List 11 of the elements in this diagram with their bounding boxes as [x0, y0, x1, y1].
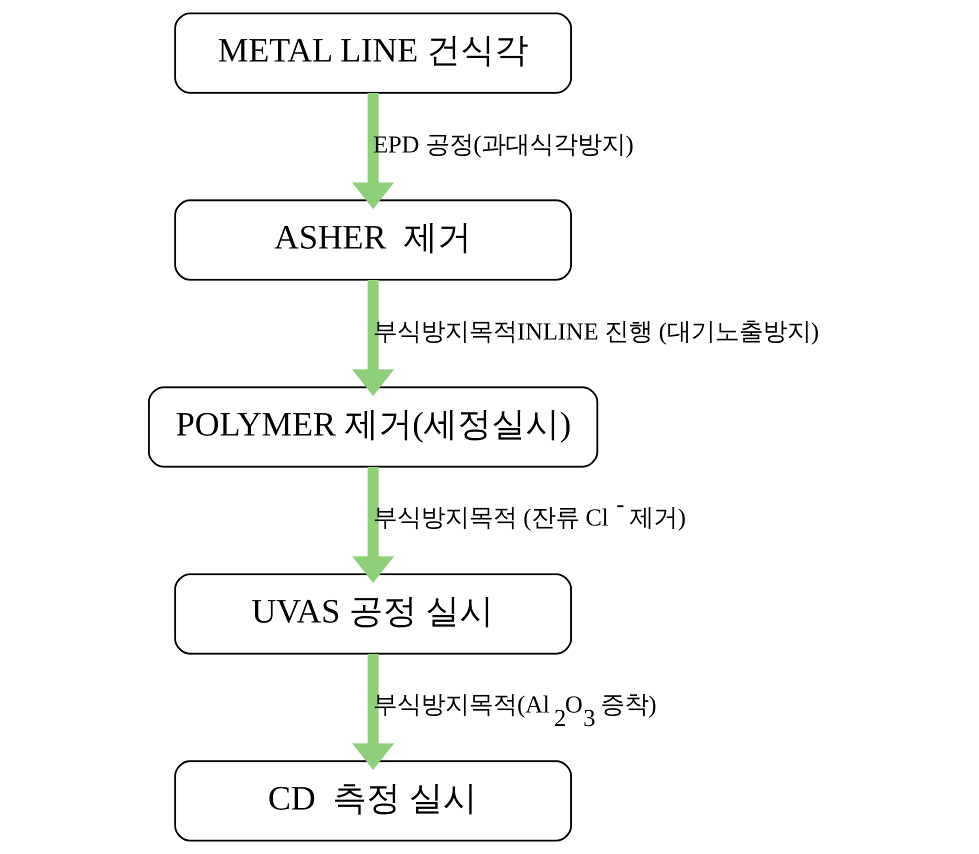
edge-label: 부식방지목적INLINE 진행 (대기노출방지) — [373, 318, 819, 346]
edge-label: EPD 공정(과대식각방지) — [373, 132, 634, 159]
node-box: CD 측정 실시 — [174, 760, 572, 842]
arrow — [352, 280, 394, 396]
node-box: METAL LINE 건식각 — [174, 12, 572, 94]
arrow — [352, 654, 394, 770]
arrow — [352, 466, 394, 583]
node-box: POLYMER 제거(세정실시) — [148, 386, 598, 468]
arrow — [352, 92, 394, 210]
node-box: UVAS 공정 실시 — [174, 573, 572, 655]
node-box: ASHER 제거 — [174, 199, 572, 281]
